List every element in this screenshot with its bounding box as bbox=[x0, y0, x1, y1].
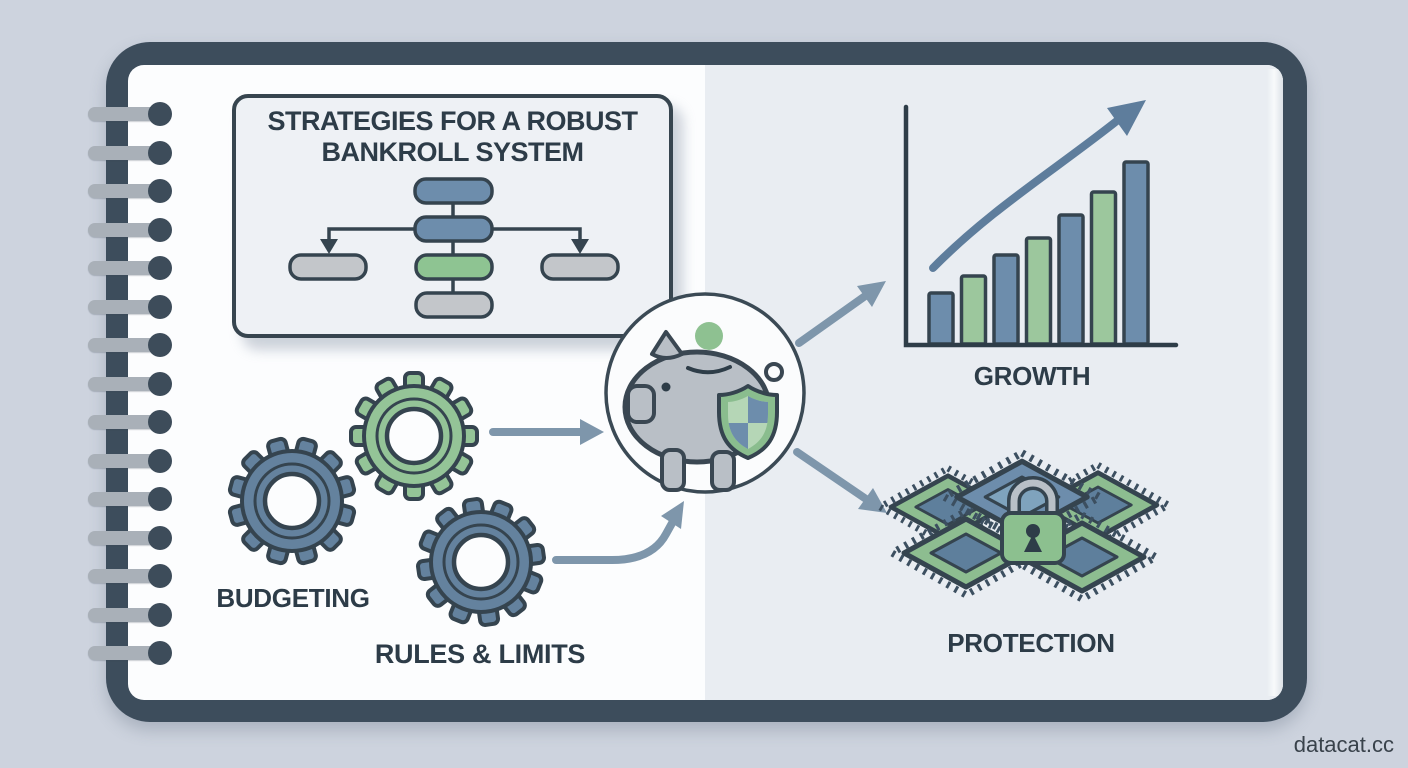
ring-knob bbox=[148, 102, 172, 126]
binder-ring bbox=[88, 371, 172, 396]
binder-ring bbox=[88, 602, 172, 627]
binder-ring bbox=[88, 179, 172, 203]
ring-bar bbox=[88, 492, 160, 506]
ring-knob bbox=[148, 294, 172, 319]
ring-bar bbox=[88, 184, 160, 198]
binder-ring bbox=[88, 140, 172, 165]
ring-knob bbox=[148, 371, 172, 396]
binder-ring bbox=[88, 448, 172, 473]
ring-knob bbox=[148, 217, 172, 242]
label-budgeting: BUDGETING bbox=[216, 583, 370, 613]
ring-knob bbox=[148, 140, 172, 165]
binder-ring bbox=[88, 564, 172, 588]
ring-knob bbox=[148, 333, 172, 357]
ring-knob bbox=[148, 179, 172, 203]
binder-ring bbox=[88, 217, 172, 242]
ring-bar bbox=[88, 646, 160, 660]
binder-ring bbox=[88, 333, 172, 357]
ring-bar bbox=[88, 261, 160, 275]
page-stack-edge bbox=[1267, 69, 1283, 696]
ring-bar bbox=[88, 145, 160, 160]
binder-ring bbox=[88, 294, 172, 319]
ring-knob bbox=[148, 410, 172, 434]
title-line-1: STRATEGIES FOR A ROBUST bbox=[267, 106, 638, 136]
ring-bar bbox=[88, 376, 160, 391]
watermark: datacat.cc bbox=[1293, 732, 1394, 757]
binder-ring bbox=[88, 525, 172, 550]
title-line-2: BANKROLL SYSTEM bbox=[321, 137, 584, 167]
label-protection: PROTECTION bbox=[947, 628, 1115, 658]
ring-knob bbox=[148, 602, 172, 627]
ring-knob bbox=[148, 525, 172, 550]
binder-ring bbox=[88, 487, 172, 511]
ring-bar bbox=[88, 453, 160, 468]
binder-ring bbox=[88, 256, 172, 280]
ring-knob bbox=[148, 564, 172, 588]
binder-ring bbox=[88, 102, 172, 126]
binder-ring bbox=[88, 641, 172, 665]
ring-bar bbox=[88, 222, 160, 237]
label-growth: GROWTH bbox=[973, 361, 1091, 391]
label-rules-limits: RULES & LIMITS bbox=[374, 639, 586, 669]
ring-bar bbox=[88, 107, 160, 121]
ring-bar bbox=[88, 338, 160, 352]
binder-ring bbox=[88, 410, 172, 434]
ring-bar bbox=[88, 569, 160, 583]
ring-knob bbox=[148, 448, 172, 473]
ring-knob bbox=[148, 641, 172, 665]
ring-bar bbox=[88, 299, 160, 314]
ring-knob bbox=[148, 256, 172, 280]
diagram-title: STRATEGIES FOR A ROBUST BANKROLL SYSTEM bbox=[238, 106, 667, 168]
ring-bar bbox=[88, 415, 160, 429]
ring-bar bbox=[88, 530, 160, 545]
ring-bar bbox=[88, 607, 160, 622]
ring-knob bbox=[148, 487, 172, 511]
